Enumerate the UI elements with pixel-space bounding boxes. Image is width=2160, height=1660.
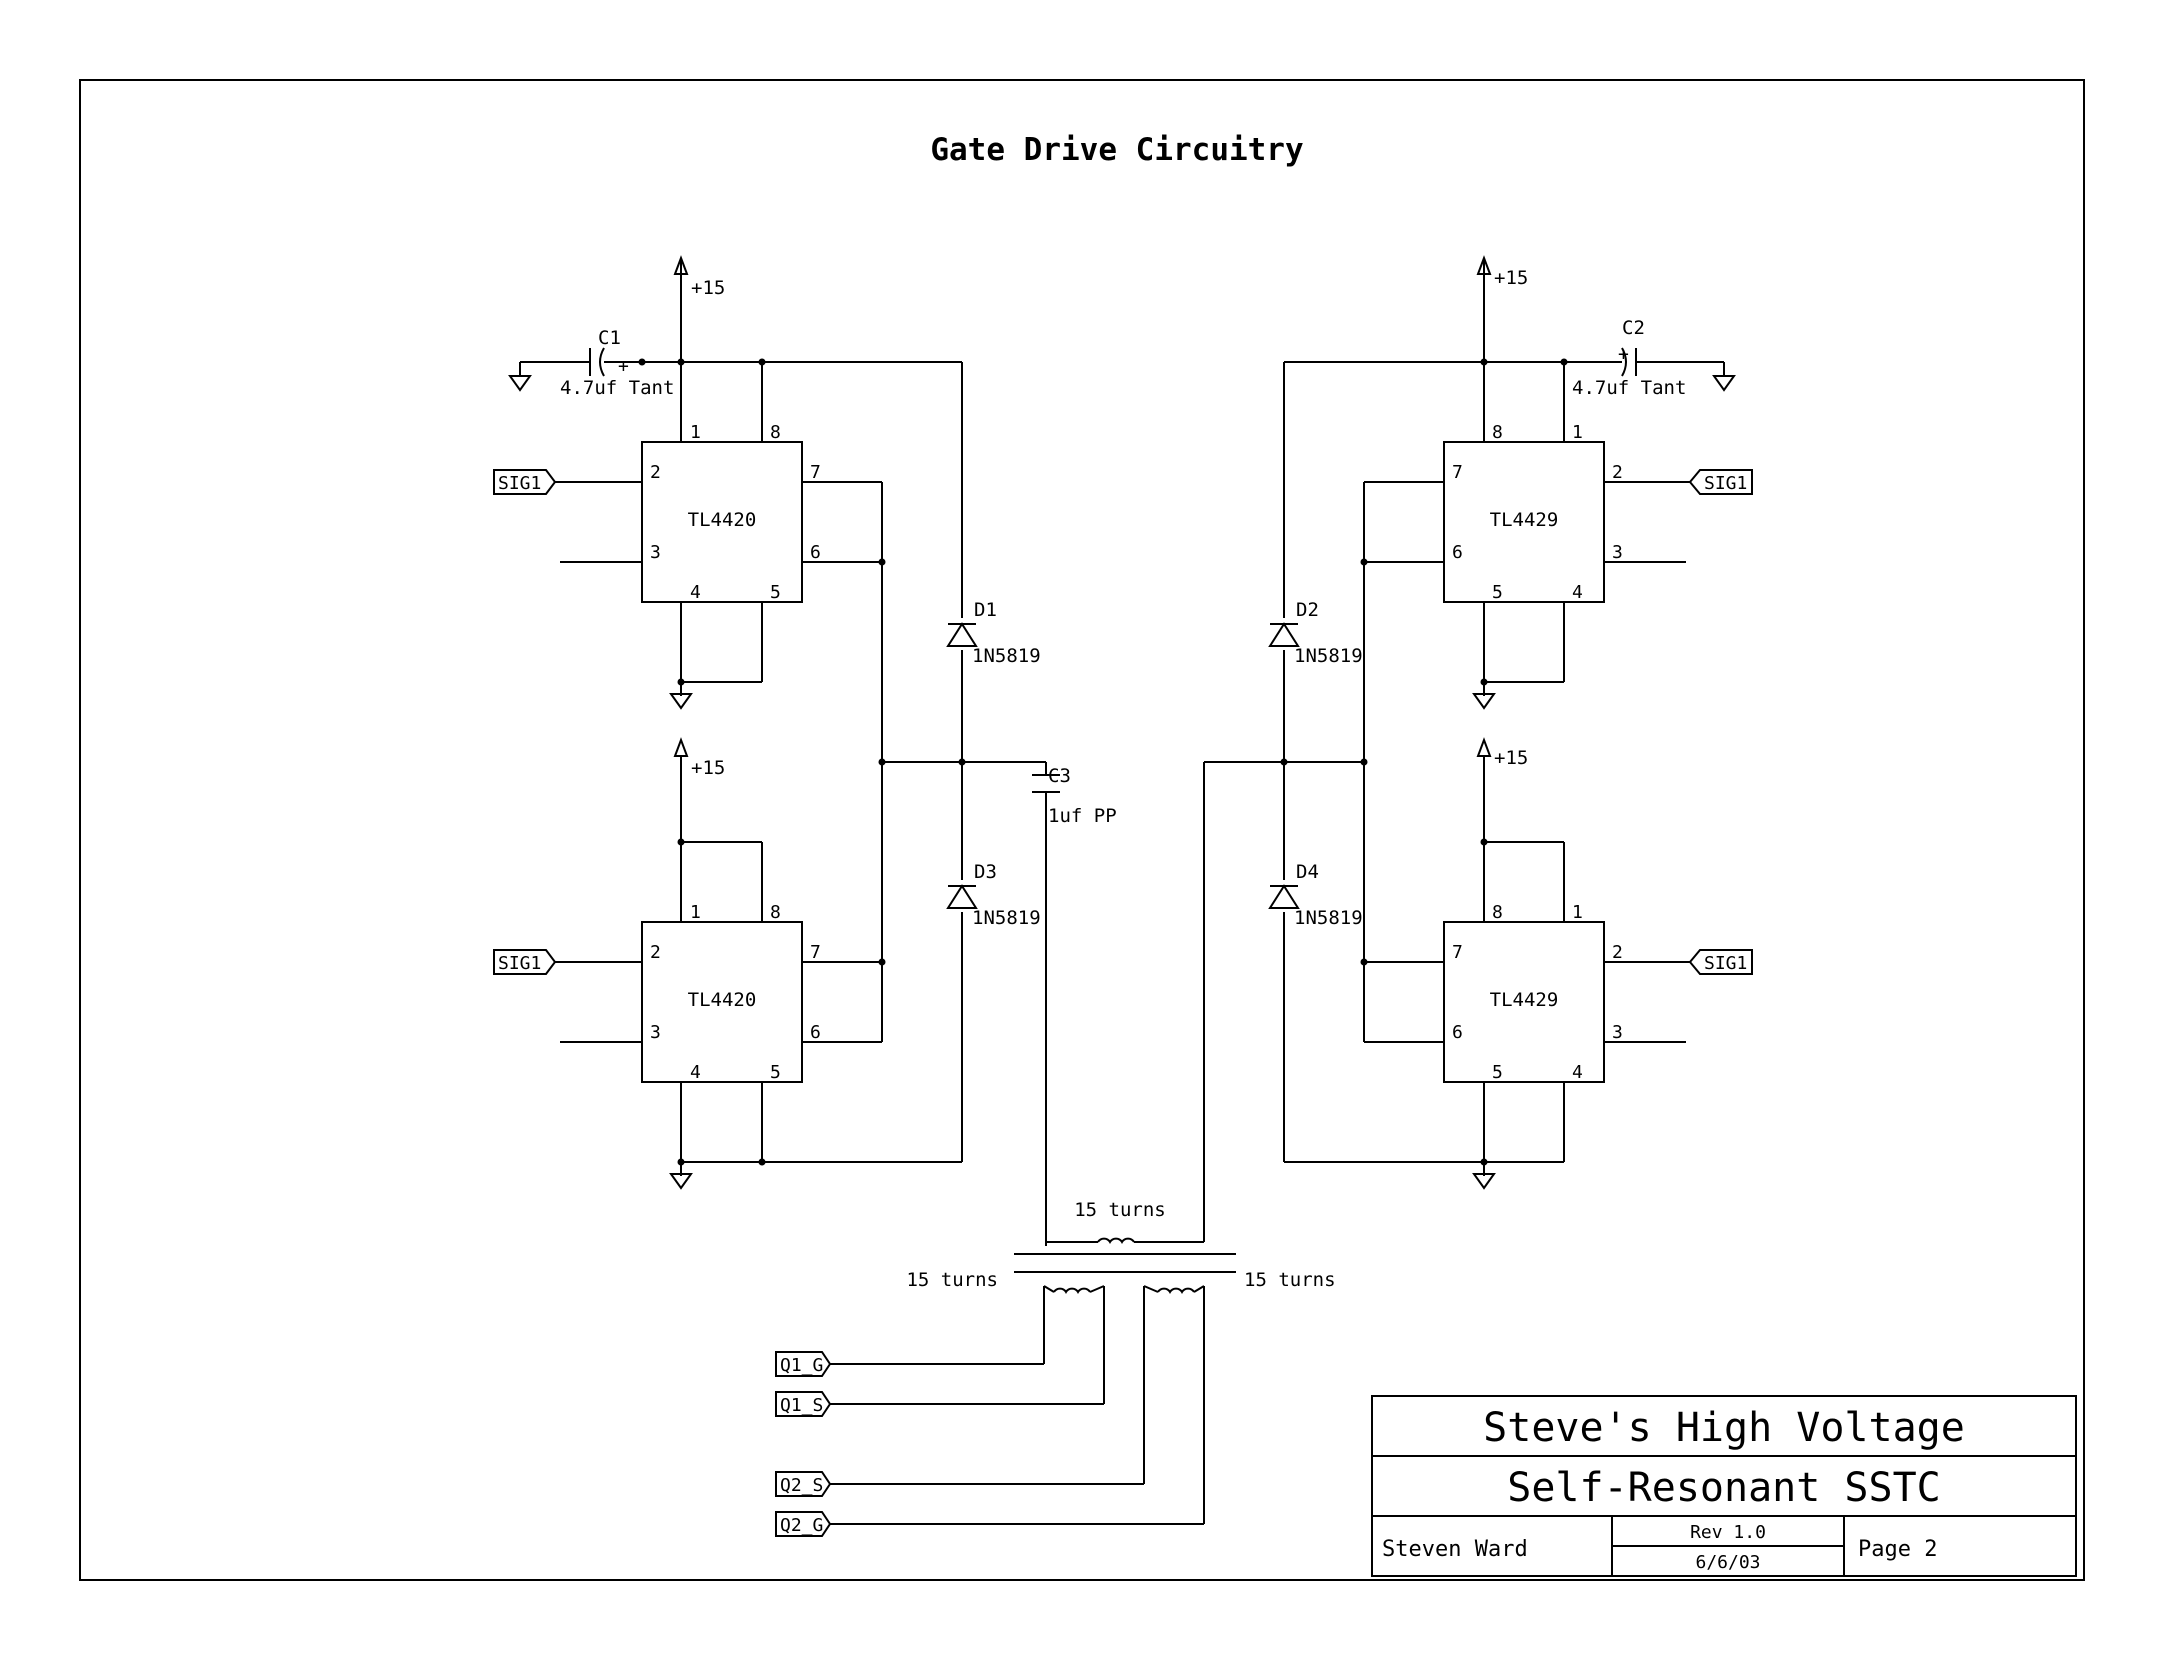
diode-d3-part: 1N5819 (972, 907, 1041, 929)
svg-text:6: 6 (810, 1022, 821, 1043)
ground-icon (1473, 1165, 1495, 1189)
cap-c1-ref: C1 (598, 327, 621, 349)
svg-text:7: 7 (810, 462, 821, 483)
title-block-page: Page 2 (1858, 1537, 1937, 1562)
ic-u1-pins: 1 8 2 3 7 6 4 5 (650, 422, 821, 603)
svg-text:3: 3 (650, 542, 661, 563)
cap-c2-value: 4.7uf Tant (1572, 377, 1686, 399)
svg-text:3: 3 (650, 1022, 661, 1043)
svg-text:8: 8 (1492, 902, 1503, 923)
svg-text:1: 1 (1572, 422, 1583, 443)
diode-d2-ref: D2 (1296, 599, 1319, 621)
svg-text:5: 5 (1492, 1062, 1503, 1083)
title-block-project: Self-Resonant SSTC (1507, 1465, 1940, 1511)
cap-c3-ref: C3 (1048, 765, 1071, 787)
ground-icon (509, 367, 531, 391)
svg-text:3: 3 (1612, 542, 1623, 563)
cap-c1-value: 4.7uf Tant (560, 377, 674, 399)
svg-text:4: 4 (690, 582, 701, 603)
svg-text:8: 8 (770, 422, 781, 443)
svg-text:5: 5 (1492, 582, 1503, 603)
title-block-revision: Rev 1.0 (1690, 1522, 1766, 1543)
cap-c3-value: 1uf PP (1048, 805, 1117, 827)
title-block-date: 6/6/03 (1695, 1552, 1760, 1573)
junction-dots (638, 358, 1568, 1166)
supply-label: +15 (691, 757, 725, 779)
diode-d4-ref: D4 (1296, 861, 1319, 883)
port-sig1: SIG1 (1704, 473, 1747, 494)
supply-label: +15 (691, 277, 725, 299)
svg-text:4: 4 (1572, 582, 1583, 603)
vcc-icon (1477, 739, 1491, 757)
transformer-primary-label: 15 turns (1074, 1199, 1166, 1221)
diode-d4-part: 1N5819 (1294, 907, 1363, 929)
svg-text:5: 5 (770, 582, 781, 603)
svg-text:4: 4 (690, 1062, 701, 1083)
svg-text:2: 2 (1612, 462, 1623, 483)
supply-label: +15 (1494, 747, 1528, 769)
ic-u2-pins: 1 8 2 3 7 6 4 5 (650, 902, 821, 1083)
diode-d3-ref: D3 (974, 861, 997, 883)
diode-d2-part: 1N5819 (1294, 645, 1363, 667)
ground-icon (1713, 367, 1735, 391)
svg-text:8: 8 (1492, 422, 1503, 443)
sheet-border (79, 79, 2085, 1581)
svg-text:6: 6 (810, 542, 821, 563)
diode-d1-icon (947, 623, 977, 647)
diode-d1-ref: D1 (974, 599, 997, 621)
transformer-secondary-left-label: 15 turns (906, 1269, 998, 1291)
svg-text:6: 6 (1452, 542, 1463, 563)
svg-text:1: 1 (1572, 902, 1583, 923)
svg-text:6: 6 (1452, 1022, 1463, 1043)
title-block-author: Steven Ward (1382, 1537, 1528, 1562)
svg-text:2: 2 (1612, 942, 1623, 963)
ic-u4-pins: 8 1 7 6 2 3 5 4 (1452, 902, 1623, 1083)
port-q1-source: Q1_S (780, 1395, 823, 1416)
svg-text:1: 1 (690, 422, 701, 443)
svg-text:4: 4 (1572, 1062, 1583, 1083)
ic-u1-part: TL4420 (688, 509, 757, 531)
port-q2-gate: Q2_G (780, 1515, 823, 1536)
port-sig1: SIG1 (1704, 953, 1747, 974)
transformer-secondary-right-label: 15 turns (1244, 1269, 1336, 1291)
svg-text:7: 7 (810, 942, 821, 963)
vcc-icon (674, 739, 688, 757)
ic-u3-part: TL4429 (1490, 509, 1559, 531)
svg-text:3: 3 (1612, 1022, 1623, 1043)
cap-c2-ref: C2 (1622, 317, 1645, 339)
svg-text:7: 7 (1452, 462, 1463, 483)
ic-u2-part: TL4420 (688, 989, 757, 1011)
svg-text:2: 2 (650, 462, 661, 483)
ground-icon (670, 1165, 692, 1189)
ic-u4-part: TL4429 (1490, 989, 1559, 1011)
svg-text:1: 1 (690, 902, 701, 923)
svg-text:5: 5 (770, 1062, 781, 1083)
port-sig1: SIG1 (498, 473, 541, 494)
ic-u3-pins: 8 1 7 6 2 3 5 4 (1452, 422, 1623, 603)
svg-text:7: 7 (1452, 942, 1463, 963)
page-title: Gate Drive Circuitry (930, 132, 1303, 168)
diode-d1-part: 1N5819 (972, 645, 1041, 667)
svg-text:2: 2 (650, 942, 661, 963)
port-sig1: SIG1 (498, 953, 541, 974)
supply-label: +15 (1494, 267, 1528, 289)
title-block-company: Steve's High Voltage (1483, 1405, 1965, 1451)
ground-icon (670, 685, 692, 709)
port-q2-source: Q2_S (780, 1475, 823, 1496)
diode-d3-icon (947, 885, 977, 909)
diode-d4-icon (1269, 885, 1299, 909)
cap-c2-polarity: + (1618, 344, 1629, 365)
port-q1-gate: Q1_G (780, 1355, 823, 1376)
diode-d2-icon (1269, 623, 1299, 647)
cap-c1-polarity: + (618, 356, 629, 377)
svg-text:8: 8 (770, 902, 781, 923)
ground-icon (1473, 685, 1495, 709)
